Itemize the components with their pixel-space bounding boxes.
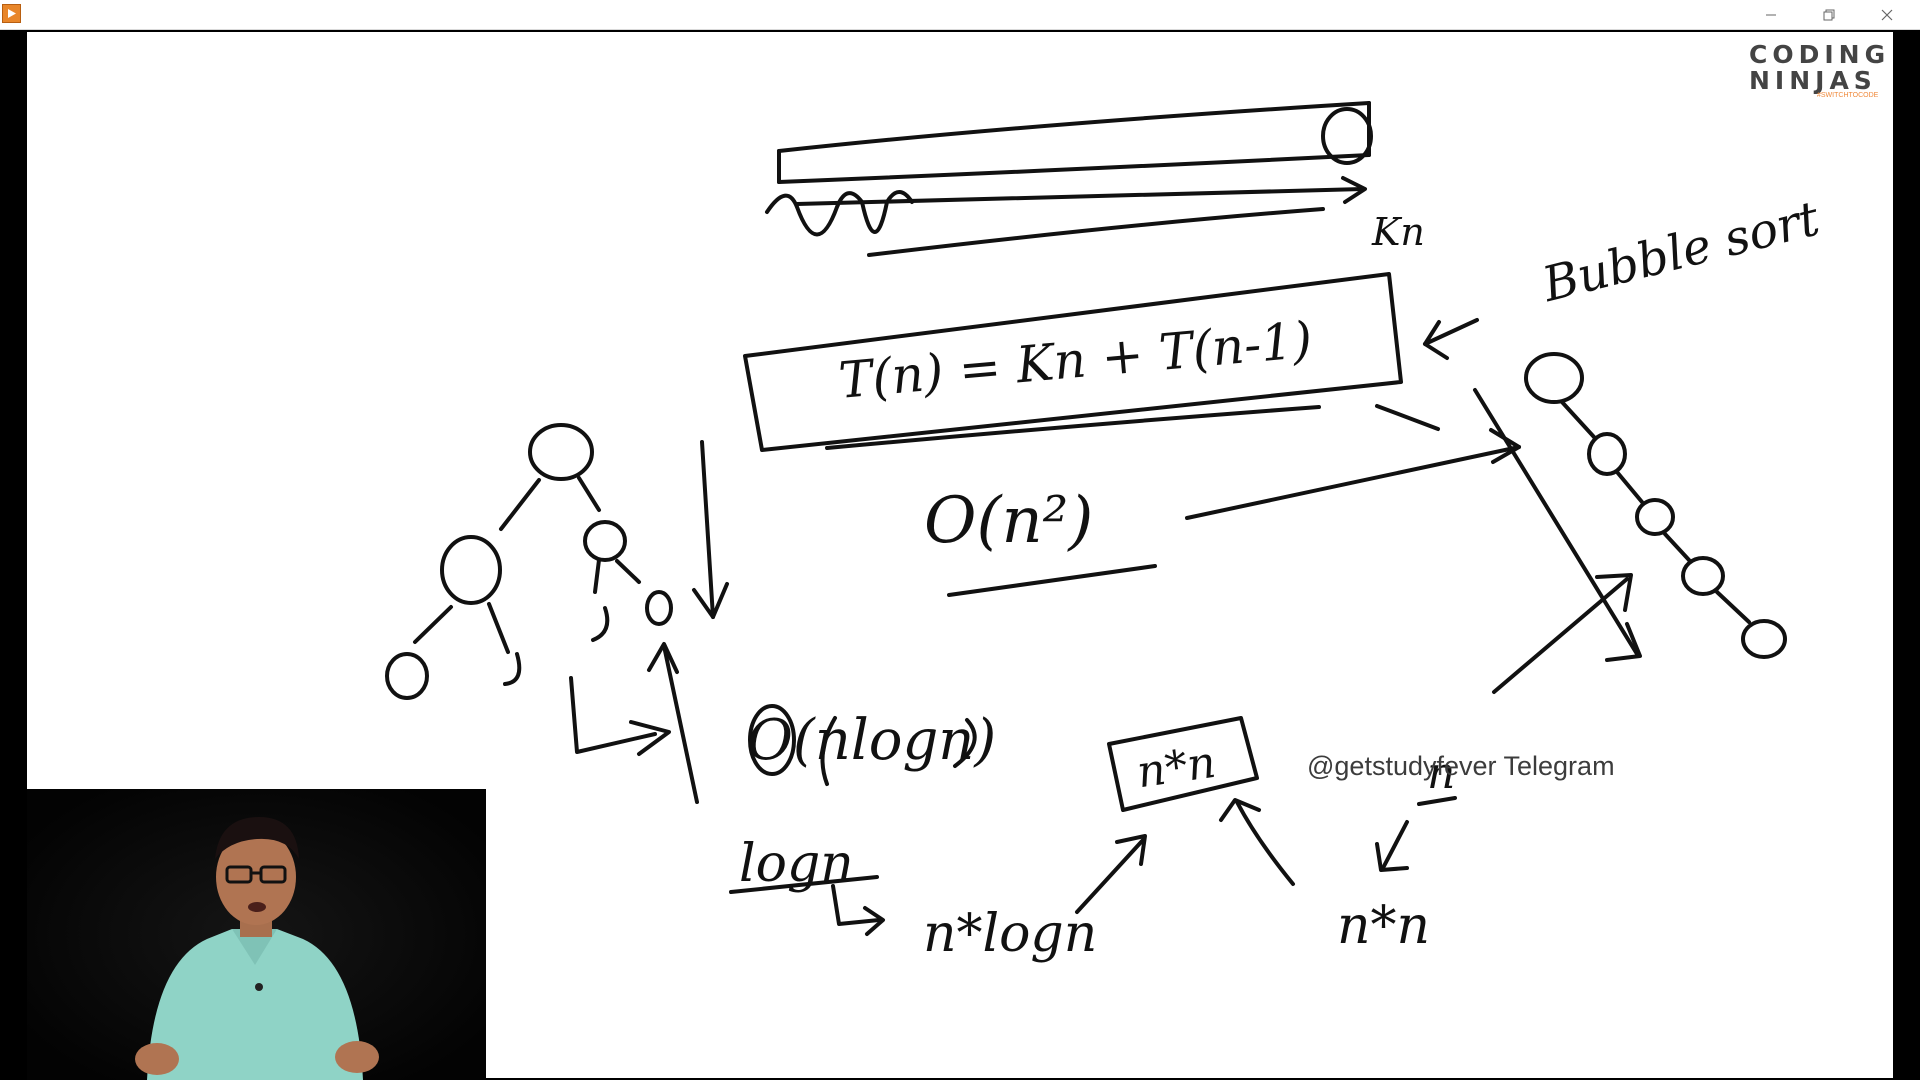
telegram-watermark: @getstudyfever Telegram bbox=[1307, 751, 1615, 781]
logo-tagline: #SWITCHTOCODE bbox=[1817, 92, 1879, 99]
window-titlebar bbox=[0, 0, 1920, 30]
array-bar-top bbox=[777, 101, 1371, 153]
close-icon bbox=[1881, 9, 1893, 20]
media-player-icon[interactable] bbox=[2, 4, 21, 23]
array-last-element bbox=[1321, 107, 1373, 165]
formula-box bbox=[743, 272, 1403, 452]
label-n-times-n: n*n bbox=[1337, 896, 1430, 956]
scan-arrow-head bbox=[1341, 176, 1367, 204]
restore-button[interactable] bbox=[1806, 0, 1852, 29]
bubble-sort-arrow bbox=[1423, 318, 1479, 346]
label-logn: logn bbox=[739, 834, 854, 894]
coding-ninjas-logo: CODING NINJAS #SWITCHTOCODE bbox=[1749, 40, 1889, 100]
handwritten-sketch bbox=[385, 101, 1787, 936]
minimize-button[interactable] bbox=[1748, 0, 1794, 29]
scan-arrow-line bbox=[795, 187, 1365, 206]
underline-top bbox=[867, 207, 1325, 257]
box-n-times-n-label: n*n bbox=[1133, 736, 1219, 799]
restore-icon bbox=[1823, 9, 1835, 20]
annotation-kn: Kn bbox=[1372, 210, 1425, 254]
label-n: n bbox=[1427, 748, 1456, 799]
label-n-times-logn: n*logn bbox=[923, 904, 1098, 964]
presenter-webcam bbox=[27, 789, 486, 1080]
logo-line-1: CODING bbox=[1749, 40, 1891, 69]
complexity-nlogn: O(nlogn) bbox=[747, 708, 997, 773]
minimize-icon bbox=[1766, 14, 1776, 15]
logo-line-2: NINJAS bbox=[1749, 66, 1877, 95]
close-button[interactable] bbox=[1864, 0, 1910, 29]
array-bar-bottom bbox=[777, 153, 1371, 184]
presenter-image bbox=[27, 789, 486, 1080]
array-loops bbox=[765, 190, 914, 237]
complexity-n-squared: O(n²) bbox=[924, 484, 1094, 558]
